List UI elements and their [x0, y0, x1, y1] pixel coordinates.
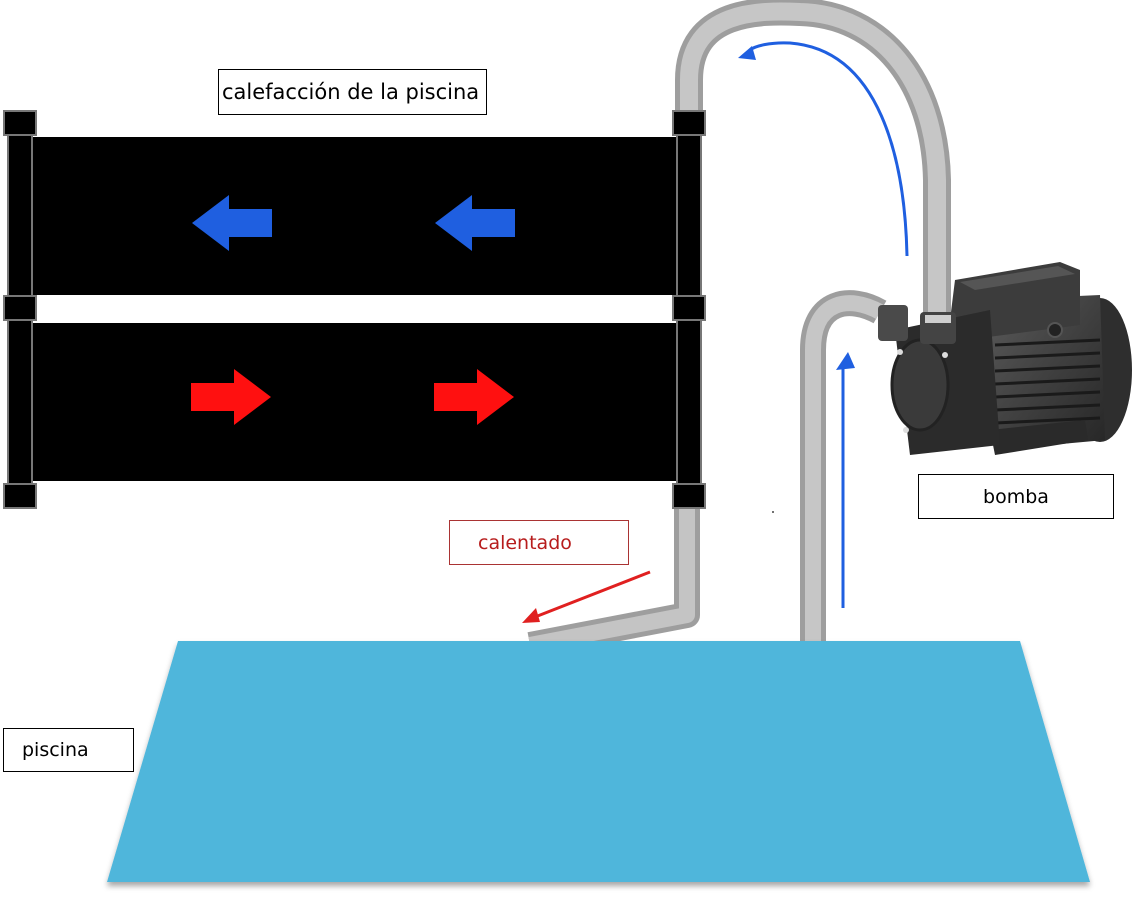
- pump-label: bomba: [918, 474, 1114, 519]
- arrow-head-icon: [836, 352, 855, 370]
- arrow-right-icon: [434, 369, 514, 425]
- panel-lower: [30, 323, 685, 481]
- arrow-left-icon: [192, 195, 272, 251]
- arrow-left-icon: [435, 195, 515, 251]
- panel-upper: [30, 137, 685, 295]
- arrow-head-icon: [738, 46, 756, 60]
- arrow-right-icon: [191, 369, 271, 425]
- connector: [3, 110, 37, 136]
- connector: [3, 483, 37, 509]
- solar-heater-panels: [3, 110, 706, 509]
- connector: [672, 110, 706, 136]
- arrow-head-icon: [522, 608, 540, 623]
- connector: [3, 295, 37, 321]
- flow-arrow-heated: [534, 570, 651, 619]
- title-label: calefacción de la piscina: [218, 69, 487, 115]
- connector: [672, 295, 706, 321]
- connector: [672, 483, 706, 509]
- water-pump-icon: [878, 262, 1132, 455]
- pool-label: piscina: [3, 728, 134, 772]
- heated-label: calentado: [449, 520, 629, 565]
- flow-arrow-supply: [749, 41, 909, 257]
- pool-water: [107, 641, 1090, 882]
